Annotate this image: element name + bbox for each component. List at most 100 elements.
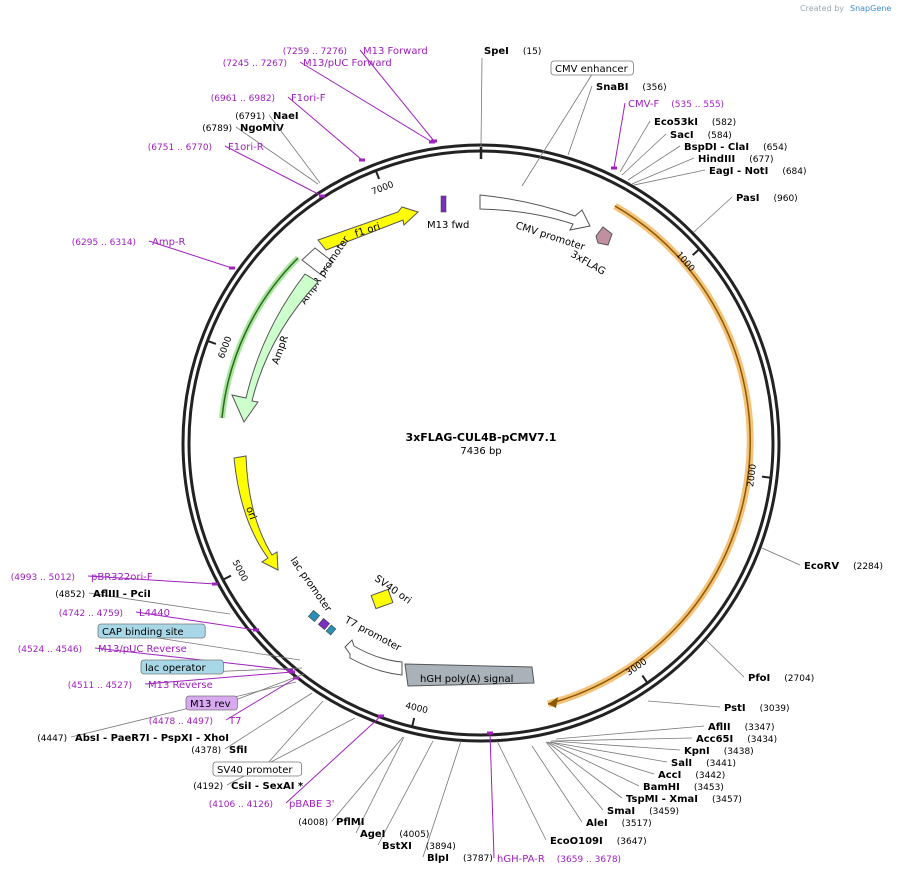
primer-position: (4524 .. 4546) — [18, 645, 82, 655]
primer-name[interactable]: L4440 — [139, 608, 170, 619]
boxed-feature-name[interactable]: SV40 promoter — [217, 765, 293, 776]
primer-position: (6751 .. 6770) — [148, 143, 212, 153]
primer-site-marker — [287, 668, 293, 672]
primer-site-marker — [319, 194, 325, 198]
primer-name[interactable]: hGH-PA-R — [497, 854, 545, 865]
primer-name[interactable]: M13 Forward — [363, 46, 428, 57]
enzyme-name[interactable]: EagI - NotI — [709, 166, 768, 177]
ring-tick — [374, 170, 381, 180]
primer-position: (535 .. 555) — [671, 100, 724, 110]
enzyme-position: (3441) — [706, 759, 736, 769]
enzyme-name[interactable]: PasI — [736, 193, 759, 204]
primer-name[interactable]: pBABE 3' — [289, 799, 335, 810]
primer-name[interactable]: T7 — [228, 716, 241, 727]
enzyme-name[interactable]: EcoRV — [804, 561, 839, 572]
boxed-connector — [521, 73, 593, 187]
enzyme-connector — [355, 736, 405, 834]
primer-name[interactable]: F1ori-R — [228, 142, 264, 153]
enzyme-name[interactable]: SpeI — [484, 46, 509, 57]
enzyme-connector — [693, 196, 733, 233]
enzyme-position: (3347) — [745, 723, 775, 733]
enzyme-position: (3459) — [649, 807, 679, 817]
primer-connector — [287, 96, 363, 161]
enzyme-connector — [549, 741, 668, 763]
primer-name[interactable]: Amp-R — [152, 237, 186, 248]
boxed-feature-box — [550, 60, 634, 76]
enzyme-position: (356) — [642, 83, 666, 93]
enzyme-name[interactable]: PfoI — [748, 673, 770, 684]
primer-connector — [225, 677, 297, 721]
enzyme-name[interactable]: Acc65I — [696, 734, 733, 745]
boxed-feature-name[interactable]: lac operator — [145, 663, 206, 674]
enzyme-name[interactable]: NgoMIV — [240, 123, 284, 134]
enzyme-connector — [224, 692, 313, 750]
enzyme-name[interactable]: AflII — [708, 722, 731, 733]
primer-name[interactable]: M13/pUC Forward — [303, 58, 392, 69]
enzyme-connector — [550, 740, 681, 751]
primer-name[interactable]: F1ori-F — [291, 93, 326, 104]
enzyme-name[interactable]: SnaBI — [596, 82, 628, 93]
ring-tick-label: 2000 — [746, 463, 759, 487]
enzyme-name[interactable]: BstXI — [382, 841, 412, 852]
enzyme-name[interactable]: BlpI — [427, 853, 449, 864]
primer-sites: M13 Forward(7259 .. 7276)M13/pUC Forward… — [11, 46, 724, 865]
boxed-feature-box — [97, 623, 206, 639]
enzyme-name[interactable]: PflMI — [336, 817, 364, 828]
enzyme-name[interactable]: AgeI — [360, 829, 385, 840]
m13-fwd-label: M13 fwd — [427, 220, 469, 231]
primer-site-marker — [229, 266, 235, 270]
enzyme-connector — [547, 741, 640, 787]
enzyme-name[interactable]: AleI — [586, 818, 608, 829]
enzyme-connector — [268, 114, 321, 184]
enzyme-name[interactable]: SalI — [671, 758, 692, 769]
cap-site-feature — [308, 610, 320, 622]
enzyme-name[interactable]: AccI — [658, 770, 681, 781]
ori-label: ori — [243, 505, 258, 521]
enzyme-position: (3457) — [712, 795, 742, 805]
boxed-feature-name[interactable]: CAP binding site — [102, 627, 184, 638]
enzyme-position: (4378) — [191, 746, 221, 756]
ampr-promoter-feature — [301, 247, 334, 275]
plasmid-size: 7436 bp — [460, 446, 501, 457]
enzyme-name[interactable]: Eco53kI — [654, 117, 698, 128]
enzyme-name[interactable]: KpnI — [684, 746, 710, 757]
primer-site-marker — [212, 582, 218, 586]
primer-site-marker — [359, 158, 365, 162]
enzyme-name[interactable]: AflIII - PciI — [93, 589, 151, 600]
enzyme-name[interactable]: CsiI - SexAI * — [231, 781, 304, 792]
ring-tick — [761, 475, 772, 479]
enzyme-name[interactable]: BspDI - ClaI — [684, 142, 749, 153]
primer-name[interactable]: CMV-F — [628, 99, 659, 110]
primer-name[interactable]: M13/pUC Reverse — [98, 644, 187, 655]
primer-site-marker — [487, 731, 493, 735]
boxed-feature-name[interactable]: M13 rev — [190, 699, 231, 710]
enzyme-name[interactable]: SfiI — [229, 745, 247, 756]
enzyme-name[interactable]: BamHI — [643, 782, 680, 793]
enzyme-name[interactable]: SacI — [670, 130, 694, 141]
enzyme-name[interactable]: TspMI - XmaI — [626, 794, 698, 805]
primer-name[interactable]: M13 Reverse — [148, 680, 213, 691]
enzyme-connector — [567, 85, 593, 156]
enzyme-connector — [480, 57, 483, 147]
enzyme-name[interactable]: SmaI — [607, 806, 635, 817]
primer-name[interactable]: pBR322ori-F — [91, 572, 153, 583]
enzyme-name[interactable]: EcoO109I — [550, 836, 603, 847]
m13-rev-feature — [325, 624, 337, 636]
lac-operator-feature — [318, 618, 330, 630]
primer-position: (3659 .. 3678) — [557, 855, 621, 865]
enzyme-name[interactable]: HindIII — [698, 154, 735, 165]
boxed-feature-name[interactable]: CMV enhancer — [555, 64, 629, 75]
cul4b-arrowhead — [548, 697, 558, 708]
enzyme-connector — [647, 700, 721, 708]
enzyme-name[interactable]: AbsI - PaeR7I - PspXI - XhoI — [75, 733, 229, 744]
enzyme-connector — [549, 741, 655, 775]
enzyme-name[interactable]: PstI — [724, 703, 746, 714]
primer-position: (6961 .. 6982) — [211, 94, 275, 104]
enzyme-position: (2704) — [784, 674, 814, 684]
enzyme-name[interactable]: NaeI — [273, 111, 299, 122]
primer-position: (4106 .. 4126) — [209, 800, 273, 810]
plasmid-name: 3xFLAG-CUL4B-pCMV7.1 — [406, 431, 557, 444]
enzyme-connector — [235, 126, 319, 185]
